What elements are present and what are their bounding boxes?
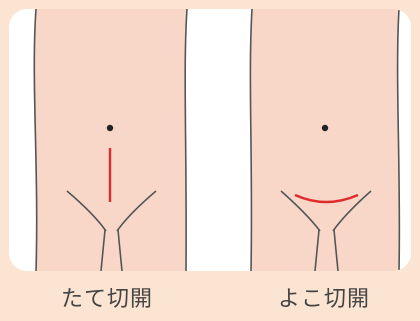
abdomen-illustrations bbox=[9, 9, 411, 271]
left-navel bbox=[107, 125, 113, 131]
torso-vertical-incision bbox=[33, 9, 187, 271]
caption-horizontal-incision: よこ切開 bbox=[244, 286, 404, 314]
right-navel bbox=[322, 125, 328, 131]
left-torso-right-outline bbox=[185, 9, 187, 271]
torso-horizontal-incision bbox=[250, 9, 399, 271]
right-torso-skin bbox=[250, 9, 399, 271]
caption-vertical-incision: たて切開 bbox=[27, 286, 187, 314]
left-torso-skin bbox=[33, 9, 187, 271]
illustration-panel bbox=[9, 9, 411, 271]
